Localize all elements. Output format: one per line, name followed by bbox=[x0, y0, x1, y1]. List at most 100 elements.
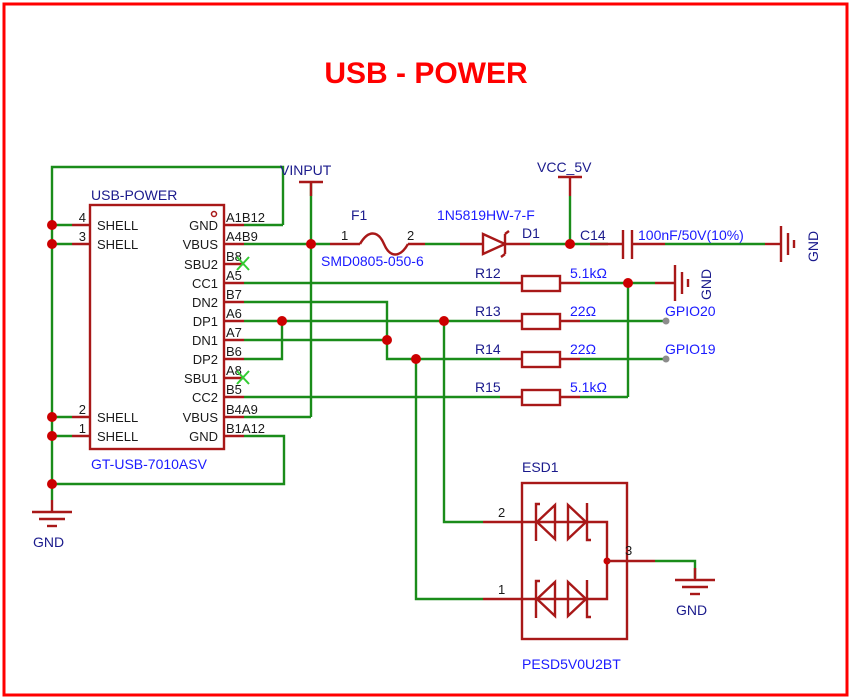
svg-text:A5: A5 bbox=[226, 268, 242, 283]
vinput-power-port: VINPUT bbox=[280, 162, 332, 196]
r14-value: 22Ω bbox=[570, 341, 596, 357]
resistor-r13[interactable]: R13 22Ω bbox=[475, 303, 596, 331]
svg-text:VCC_5V: VCC_5V bbox=[537, 159, 592, 175]
svg-text:GND: GND bbox=[33, 534, 64, 550]
connector-designator: USB-POWER bbox=[91, 187, 177, 203]
esd-designator: ESD1 bbox=[522, 459, 559, 475]
r13-value: 22Ω bbox=[570, 303, 596, 319]
svg-text:1: 1 bbox=[341, 228, 348, 243]
svg-text:A8: A8 bbox=[226, 363, 242, 378]
fuse-designator: F1 bbox=[351, 207, 368, 223]
r15-value: 5.1kΩ bbox=[570, 379, 607, 395]
right-pin-numbers: A1B12 A4B9 B8 A5 B7 A6 A7 B6 A8 B5 B4A9 … bbox=[226, 210, 265, 436]
capacitor-c14[interactable]: C14 100nF/50V(10%) bbox=[580, 227, 780, 259]
svg-text:B5: B5 bbox=[226, 382, 242, 397]
gpio19-net-port[interactable]: GPIO19 bbox=[662, 341, 716, 363]
resistor-icon bbox=[520, 312, 562, 331]
svg-text:GND: GND bbox=[189, 218, 218, 233]
resistor-r15[interactable]: R15 5.1kΩ bbox=[475, 379, 607, 407]
gnd-esd-icon: GND bbox=[675, 568, 715, 618]
sheet-title: USB - POWER bbox=[324, 57, 528, 90]
svg-text:SHELL: SHELL bbox=[97, 429, 138, 444]
resistor-icon bbox=[520, 388, 562, 407]
right-pin-names: GND VBUS SBU2 CC1 DN2 DP1 DN1 DP2 SBU1 C… bbox=[183, 218, 219, 444]
gnd-r12-icon: GND bbox=[655, 265, 714, 301]
svg-text:DP2: DP2 bbox=[193, 352, 218, 367]
resistor-r14[interactable]: R14 22Ω bbox=[475, 341, 596, 369]
svg-text:CC2: CC2 bbox=[192, 390, 218, 405]
connector-part-number: GT-USB-7010ASV bbox=[91, 456, 208, 472]
pin1-marker bbox=[210, 210, 218, 218]
right-pins bbox=[224, 223, 244, 438]
svg-text:2: 2 bbox=[407, 228, 414, 243]
svg-text:1: 1 bbox=[79, 421, 86, 436]
r14-designator: R14 bbox=[475, 341, 501, 357]
svg-text:GND: GND bbox=[805, 231, 821, 262]
fuse-f1[interactable]: 1 2 F1 SMD0805-050-6 bbox=[321, 207, 425, 269]
r15-designator: R15 bbox=[475, 379, 501, 395]
no-connect-sbu1-icon bbox=[236, 370, 250, 385]
svg-text:GND: GND bbox=[189, 429, 218, 444]
resistor-r12[interactable]: R12 5.1kΩ bbox=[475, 265, 607, 293]
fuse-value: SMD0805-050-6 bbox=[321, 253, 424, 269]
r13-designator: R13 bbox=[475, 303, 501, 319]
svg-text:B1A12: B1A12 bbox=[226, 421, 265, 436]
esd-protection-esd1[interactable]: ESD1 PESD5V0U2BT 2 1 3 bbox=[483, 459, 655, 672]
svg-text:4: 4 bbox=[79, 210, 86, 225]
usb-connector[interactable]: USB-POWER GT-USB-7010ASV 4 SHELL 3 SHELL… bbox=[72, 187, 265, 472]
vcc-5v-power-port: VCC_5V bbox=[537, 159, 592, 196]
diode-value: 1N5819HW-7-F bbox=[437, 207, 535, 223]
gnd-connector-icon: GND bbox=[32, 500, 72, 550]
tvs-diode-icon bbox=[534, 579, 591, 619]
svg-text:A6: A6 bbox=[226, 306, 242, 321]
capacitor-value: 100nF/50V(10%) bbox=[638, 227, 744, 243]
resistor-icon bbox=[520, 350, 562, 369]
svg-text:SHELL: SHELL bbox=[97, 237, 138, 252]
esd-value: PESD5V0U2BT bbox=[522, 656, 621, 672]
svg-text:VINPUT: VINPUT bbox=[280, 162, 332, 178]
svg-text:SBU2: SBU2 bbox=[184, 257, 218, 272]
left-pin-4: 4 SHELL bbox=[72, 210, 138, 233]
svg-text:GPIO19: GPIO19 bbox=[665, 341, 716, 357]
left-pin-3: 3 SHELL bbox=[72, 229, 138, 252]
svg-text:B7: B7 bbox=[226, 287, 242, 302]
r12-value: 5.1kΩ bbox=[570, 265, 607, 281]
svg-text:DP1: DP1 bbox=[193, 314, 218, 329]
svg-text:A1B12: A1B12 bbox=[226, 210, 265, 225]
svg-text:B4A9: B4A9 bbox=[226, 402, 258, 417]
svg-text:DN1: DN1 bbox=[192, 333, 218, 348]
diode-designator: D1 bbox=[522, 225, 540, 241]
no-connect-sbu2-icon bbox=[236, 256, 250, 271]
r12-designator: R12 bbox=[475, 265, 501, 281]
fuse-icon bbox=[358, 232, 410, 256]
resistor-icon bbox=[520, 274, 562, 293]
svg-text:DN2: DN2 bbox=[192, 295, 218, 310]
svg-text:A4B9: A4B9 bbox=[226, 229, 258, 244]
diode-d1[interactable]: 1N5819HW-7-F D1 bbox=[437, 207, 540, 258]
svg-text:A7: A7 bbox=[226, 325, 242, 340]
svg-text:2: 2 bbox=[498, 505, 505, 520]
svg-text:VBUS: VBUS bbox=[183, 237, 219, 252]
svg-text:CC1: CC1 bbox=[192, 276, 218, 291]
left-pin-2: 2 SHELL bbox=[72, 402, 138, 425]
svg-text:GPIO20: GPIO20 bbox=[665, 303, 716, 319]
left-pin-1: 1 SHELL bbox=[72, 421, 138, 444]
wires bbox=[50, 165, 765, 601]
svg-text:3: 3 bbox=[79, 229, 86, 244]
svg-text:SHELL: SHELL bbox=[97, 218, 138, 233]
svg-text:2: 2 bbox=[79, 402, 86, 417]
svg-text:VBUS: VBUS bbox=[183, 410, 219, 425]
gpio20-net-port[interactable]: GPIO20 bbox=[662, 303, 716, 325]
connector-body bbox=[88, 203, 226, 451]
svg-text:1: 1 bbox=[498, 582, 505, 597]
svg-text:SBU1: SBU1 bbox=[184, 371, 218, 386]
svg-text:GND: GND bbox=[698, 269, 714, 300]
svg-text:GND: GND bbox=[676, 602, 707, 618]
svg-text:SHELL: SHELL bbox=[97, 410, 138, 425]
svg-text:B8: B8 bbox=[226, 249, 242, 264]
capacitor-designator: C14 bbox=[580, 227, 606, 243]
gnd-c14-icon: GND bbox=[779, 226, 821, 262]
svg-text:B6: B6 bbox=[226, 344, 242, 359]
tvs-diode-icon bbox=[534, 502, 591, 542]
junctions bbox=[47, 220, 633, 489]
